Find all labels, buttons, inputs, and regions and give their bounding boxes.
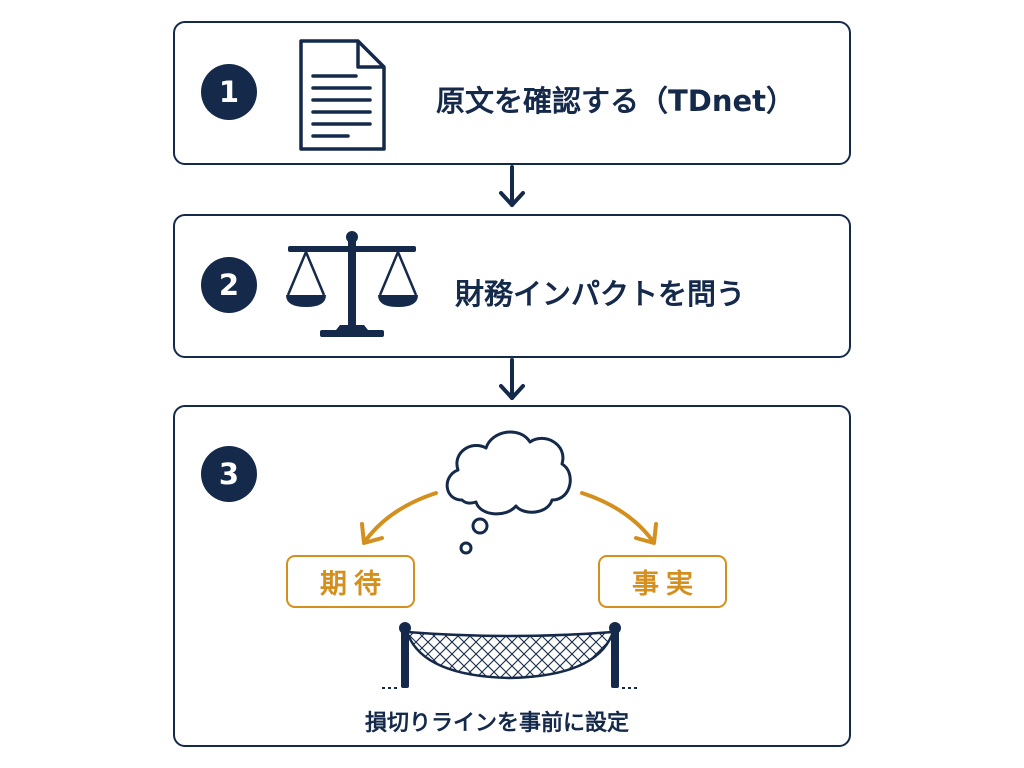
step-2-number-badge: 2: [201, 257, 257, 313]
step-3-number-badge: 3: [201, 446, 257, 502]
step-3-box: [173, 405, 851, 747]
curved-arrow-left-icon: [360, 491, 438, 545]
stop-loss-caption: 損切りラインを事前に設定: [365, 711, 630, 736]
document-icon: [299, 39, 386, 151]
arrow-down-icon: [499, 165, 525, 207]
step-1-title: 原文を確認する（TDnet）: [436, 84, 796, 118]
thought-cloud-icon: [445, 430, 572, 555]
step-1-number-badge: 1: [201, 64, 257, 120]
safety-net-icon: [382, 622, 638, 689]
fact-label: 事実: [598, 555, 727, 608]
step-2-box: [173, 214, 851, 358]
expectation-label: 期待: [286, 555, 415, 608]
balance-scale-icon: [286, 231, 418, 337]
arrow-down-icon: [499, 358, 525, 400]
step-2-title: 財務インパクトを問う: [455, 277, 746, 311]
step-1-box: [173, 21, 851, 165]
curved-arrow-right-icon: [580, 491, 658, 545]
